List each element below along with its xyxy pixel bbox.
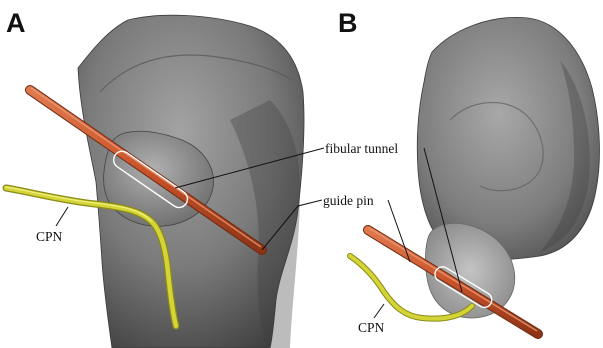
panel-label-a: A	[6, 8, 26, 38]
leader-cpn-b	[374, 304, 384, 318]
guide-pin-label: guide pin	[323, 193, 374, 208]
cpn-label-b: CPN	[358, 320, 385, 335]
panel-a: A CPN	[6, 8, 324, 348]
panel-b: B CPN	[338, 8, 599, 335]
panel-label-b: B	[338, 8, 358, 38]
cpn-label-a: CPN	[36, 229, 63, 244]
fibular-tunnel-label: fibular tunnel	[325, 141, 398, 156]
leader-cpn-a	[56, 207, 68, 226]
